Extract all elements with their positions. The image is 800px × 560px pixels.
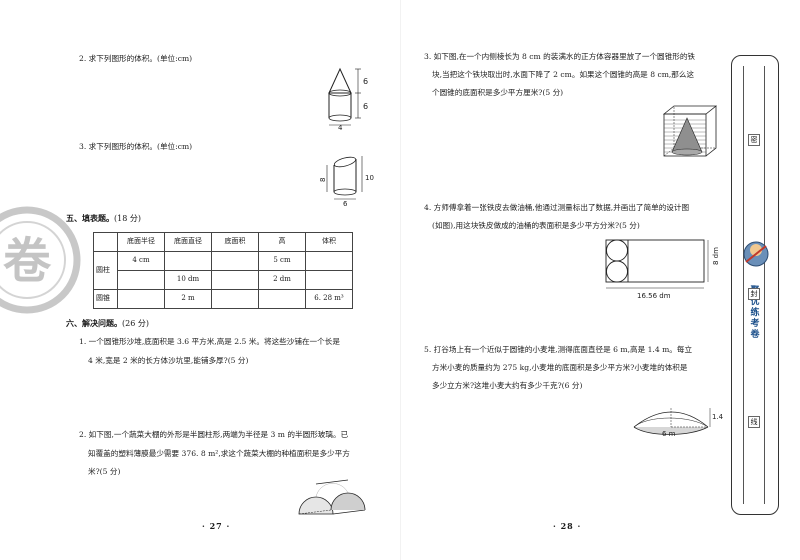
fig1-height-cone: 6 bbox=[363, 77, 368, 86]
table-header-cell bbox=[93, 232, 118, 252]
table-cell: 4 cm bbox=[117, 251, 165, 271]
watermark-stamp: 卷 bbox=[0, 206, 81, 314]
table-cell: 5 cm bbox=[258, 251, 306, 271]
fig4-width: 16.56 dm bbox=[637, 292, 671, 300]
problem-2-line1: 2. 如下图,一个蔬菜大棚的外形是半圆柱形,两端为半径是 3 m 的半圆形玻璃。… bbox=[79, 430, 349, 439]
fig1-height-cylinder: 6 bbox=[363, 102, 368, 111]
table-cell bbox=[117, 289, 165, 309]
fig5-diameter: 6 m bbox=[662, 430, 676, 438]
sidebar-label-seal: 密 bbox=[748, 134, 760, 146]
table-cell bbox=[258, 289, 306, 309]
table-cell: 10 dm bbox=[164, 270, 212, 290]
mascot-icon bbox=[743, 241, 769, 267]
problem-1-line2: 4 米,宽是 2 米的长方体沙坑里,能铺多厚?(5 分) bbox=[88, 356, 249, 365]
fill-in-table: 底面半径 底面直径 底面积 高 体积 圆柱 4 cm 5 cm 10 dm 2 … bbox=[93, 232, 353, 309]
problem-2-line2: 知覆盖的塑料薄膜最少需要 376. 8 m²,求这个蔬菜大棚的种植面积是多少平方 bbox=[88, 449, 350, 458]
table-header-cell: 体积 bbox=[305, 232, 353, 252]
cone-on-cylinder-figure: 6 6 4 bbox=[328, 67, 368, 132]
table-cell bbox=[211, 251, 259, 271]
sidebar-label-line: 线 bbox=[748, 416, 760, 428]
fig2-width: 6 bbox=[343, 200, 348, 208]
problem-3-line2: 块,当把这个铁块取出时,水面下降了 2 cm。如果这个圆锥的高是 8 cm,那么… bbox=[432, 70, 695, 79]
table-header-cell: 底面直径 bbox=[164, 232, 212, 252]
problem-1-line1: 1. 一个圆锥形沙堆,底面积是 3.6 平方米,高是 2.5 米。将这些沙铺在一… bbox=[79, 337, 340, 346]
table-row-label-cone: 圆锥 bbox=[93, 289, 118, 309]
fig5-height: 1.4 m bbox=[712, 413, 724, 421]
problem-5-line2: 方米小麦的质量约为 275 kg,小麦堆的底面积是多少平方米?小麦堆的体积是 bbox=[432, 363, 688, 372]
problem-3-line3: 个圆锥的底面积是多少平方厘米?(5 分) bbox=[432, 88, 564, 97]
sidebar-binding-strip bbox=[743, 66, 765, 504]
question-3-volume: 3. 求下列图形的体积。(单位:cm) bbox=[79, 142, 193, 151]
fig2-height-long: 10 bbox=[365, 174, 374, 182]
problem-2-line3: 米?(5 分) bbox=[88, 467, 121, 476]
section-5-title: 五、填表题。(18 分) bbox=[66, 213, 141, 223]
page-number-right: · 28 · bbox=[553, 521, 582, 531]
table-cell: 6. 28 m³ bbox=[305, 289, 353, 309]
table-cell: 2 dm bbox=[258, 270, 306, 290]
table-cell bbox=[117, 270, 165, 290]
table-cell bbox=[211, 270, 259, 290]
table-header-cell: 高 bbox=[258, 232, 306, 252]
slanted-cylinder-figure: 8 10 6 bbox=[319, 156, 374, 208]
cube-with-cone-figure bbox=[662, 105, 718, 157]
problem-4-line1: 4. 方师傅拿着一张铁皮去做油桶,他通过测量标出了数据,并画出了简单的设计图 bbox=[424, 203, 690, 212]
section-6-title: 六、解决问题。(26 分) bbox=[66, 318, 149, 328]
table-header-cell: 底面积 bbox=[211, 232, 259, 252]
table-row-label-cylinder: 圆柱 bbox=[93, 251, 118, 290]
fig1-width: 4 bbox=[338, 124, 343, 132]
table-header-cell: 底面半径 bbox=[117, 232, 165, 252]
problem-5-line3: 多少立方米?这堆小麦大约有多少千克?(6 分) bbox=[432, 381, 583, 390]
fig4-height: 8 dm bbox=[712, 247, 720, 265]
sidebar-label-cover: 封 bbox=[748, 288, 760, 300]
page-number-left: · 27 · bbox=[202, 521, 231, 531]
table-cell bbox=[305, 270, 353, 290]
question-2-volume: 2. 求下列图形的体积。(单位:cm) bbox=[79, 54, 193, 63]
page-divider bbox=[400, 0, 401, 560]
stamp-text: 卷 bbox=[3, 233, 52, 289]
oil-drum-net-figure: 8 dm 16.56 dm bbox=[605, 239, 720, 300]
fig2-height-short: 8 bbox=[319, 178, 327, 182]
table-cell bbox=[305, 251, 353, 271]
problem-5-line1: 5. 打谷场上有一个近似于圆锥的小麦堆,测得底面直径是 6 m,高是 1.4 m… bbox=[424, 345, 693, 354]
problem-4-line2: (如图),用这块铁皮做成的油桶的表面积是多少平方分米?(5 分) bbox=[432, 221, 640, 230]
table-cell: 2 m bbox=[164, 289, 212, 309]
greenhouse-figure bbox=[298, 479, 366, 515]
table-cell bbox=[164, 251, 212, 271]
problem-3-line1: 3. 如下图,在一个内侧棱长为 8 cm 的装满水的正方体容器里放了一个圆锥形的… bbox=[424, 52, 696, 61]
binding-sidebar: 密 聚优练考卷 封 线 bbox=[731, 55, 779, 515]
table-cell bbox=[211, 289, 259, 309]
wheat-pile-cone-figure: 1.4 m 6 m bbox=[633, 408, 724, 438]
